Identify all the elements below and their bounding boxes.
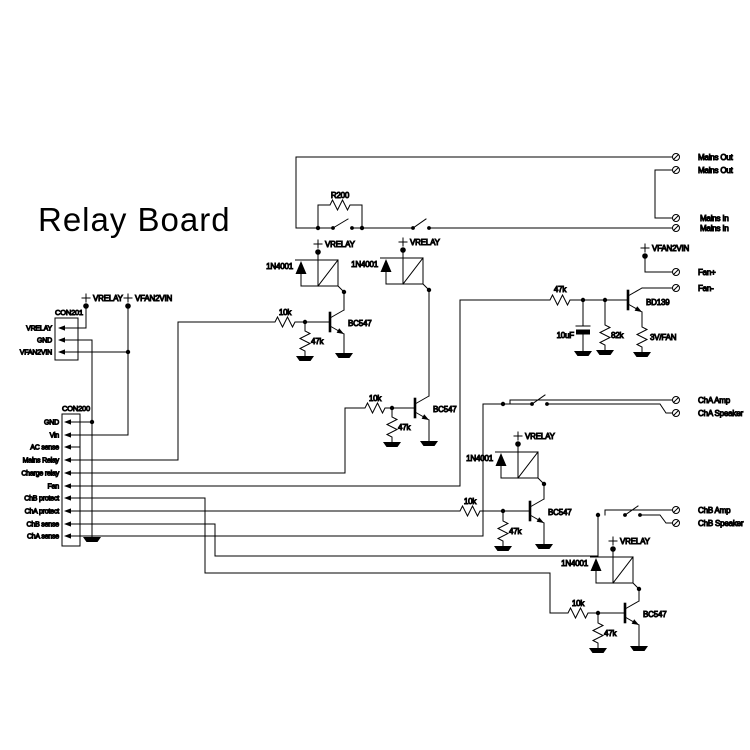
label-47k-2: 47k	[398, 423, 411, 432]
label-bc547-3: BC547	[548, 508, 572, 517]
label-vfan2vin: VFAN2VIN	[652, 244, 690, 253]
connector-con200: CON200 GND Vin AC sense Mains Relay Char…	[21, 299, 599, 614]
label-47k-3: 47k	[509, 527, 522, 536]
label-bc547-1: BC547	[348, 319, 372, 328]
label-chb-speaker: ChB Speaker	[698, 519, 744, 528]
net-fan	[75, 299, 546, 487]
terminal-mains-out-2	[672, 166, 680, 174]
connector-con201: CON201 VRELAY GND VFAN2VIN VRELAY VFAN2V…	[19, 293, 173, 436]
mains-relay-contact	[330, 218, 355, 231]
terminal-cha-amp	[672, 396, 680, 404]
chb-relay-driver: VRELAY 1N4001 BC547 10k 47k	[561, 505, 745, 654]
fan-driver: 47k 10uF 82k BD139 3V/FAN VFAN2VIN Fan+ …	[544, 243, 717, 358]
label-10k-1: 10k	[279, 308, 292, 317]
label-mains-in-1: Mains In	[700, 214, 729, 223]
label-47k-4: 47k	[604, 629, 617, 638]
label-con200-pin-3: Mains Relay	[23, 458, 60, 465]
label-3v-fan: 3V/FAN	[650, 333, 677, 342]
label-chb-amp: ChB Amp	[698, 506, 731, 515]
charge-relay-driver: VRELAY 1N4001 BC547 10k 47k	[344, 237, 458, 448]
label-con201-pin-2: VFAN2VIN	[20, 350, 52, 357]
label-mains-out-1: Mains Out	[698, 153, 734, 162]
label-con201: CON201	[55, 308, 83, 317]
label-47k-fan: 47k	[554, 285, 567, 294]
label-diode-1: 1N4001	[266, 262, 294, 271]
con201-body	[54, 317, 79, 361]
label-cha-speaker: ChA Speaker	[698, 409, 743, 418]
label-10k-2: 10k	[369, 394, 382, 403]
net-charge-relay	[75, 407, 346, 474]
net-cha-sense	[75, 403, 533, 537]
terminal-chb-speaker	[672, 519, 680, 527]
terminal-mains-in-1	[672, 214, 680, 222]
label-10uf: 10uF	[557, 331, 575, 340]
cha-relay-contact	[529, 394, 550, 407]
label-con200-pin-5: Fan	[48, 484, 60, 491]
label-con200-pin-8: ChB sense	[27, 522, 60, 529]
label-vrelay-4: VRELAY	[620, 537, 651, 546]
label-bd139: BD139	[646, 298, 670, 307]
mains-relay-driver: VRELAY 1N4001 BC547 10k 47k	[177, 239, 373, 362]
label-vrelay-2: VRELAY	[410, 238, 441, 247]
label-mains-in-2: Mains In	[700, 224, 729, 233]
label-con200-pin-9: ChA sense	[27, 534, 59, 541]
terminal-fan-plus	[672, 268, 680, 276]
label-con200-pin-7: ChA protect	[25, 509, 60, 516]
label-flag-vfan-con201: VFAN2VIN	[135, 294, 173, 303]
label-fan-minus: Fan-	[698, 284, 714, 293]
label-r200: R200	[331, 191, 350, 200]
label-10k-3: 10k	[464, 497, 477, 506]
label-fan-plus: Fan+	[698, 268, 716, 277]
label-con200-pin-2: AC sense	[30, 445, 59, 452]
label-con200-pin-6: ChB protect	[24, 496, 59, 503]
page-title: Relay Board	[38, 201, 231, 238]
label-82k: 82k	[611, 331, 624, 340]
label-cha-amp: ChA Amp	[698, 396, 731, 405]
label-con200-pin-1: Vin	[50, 433, 60, 440]
net-chb-sense	[75, 514, 599, 557]
label-con200: CON200	[62, 404, 90, 413]
label-con201-pin-0: VRELAY	[26, 326, 52, 333]
label-con200-pin-0: GND	[44, 420, 59, 427]
label-diode-3: 1N4001	[466, 454, 494, 463]
label-flag-vrelay-con201: VRELAY	[93, 294, 124, 303]
label-10k-4: 10k	[572, 599, 585, 608]
terminal-mains-in-2	[672, 224, 680, 232]
terminal-fan-minus	[672, 284, 680, 292]
label-vrelay-1: VRELAY	[325, 240, 356, 249]
label-bc547-2: BC547	[433, 405, 457, 414]
label-bc547-4: BC547	[643, 610, 667, 619]
label-diode-4: 1N4001	[561, 559, 589, 568]
label-47k-1: 47k	[311, 337, 324, 346]
label-diode-2: 1N4001	[351, 260, 379, 269]
label-mains-out-2: Mains Out	[698, 166, 734, 175]
mains-section: R200 Mains Out Mains Out Mains In Mains …	[295, 153, 734, 234]
label-con201-pin-1: GND	[37, 338, 52, 345]
label-con200-pin-4: Charge relay	[21, 471, 59, 478]
chb-relay-contact	[622, 505, 643, 518]
terminal-chb-amp	[672, 506, 680, 514]
cha-relay-driver: VRELAY 1N4001 BC547 10k 47k	[454, 394, 744, 552]
terminal-cha-speaker	[672, 409, 680, 417]
terminal-mains-out-1	[672, 153, 680, 161]
net-mains-relay	[75, 321, 179, 461]
label-vrelay-3: VRELAY	[525, 432, 556, 441]
schematic-graphics: R200 Mains Out Mains Out Mains In Mains …	[19, 153, 745, 654]
con200-body	[61, 413, 81, 547]
charge-relay-contact	[410, 218, 432, 231]
